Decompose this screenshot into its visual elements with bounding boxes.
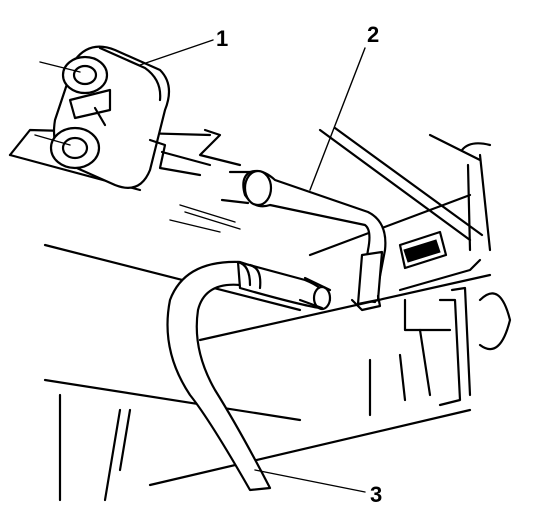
body-structure [8,126,512,502]
l-tube [220,169,387,312]
callout-1: 1 [216,26,228,51]
curved-hose [166,260,332,492]
leader-lines [139,39,366,493]
callout-3: 3 [370,482,382,507]
clamp-block [34,45,242,189]
callout-2: 2 [367,22,379,47]
